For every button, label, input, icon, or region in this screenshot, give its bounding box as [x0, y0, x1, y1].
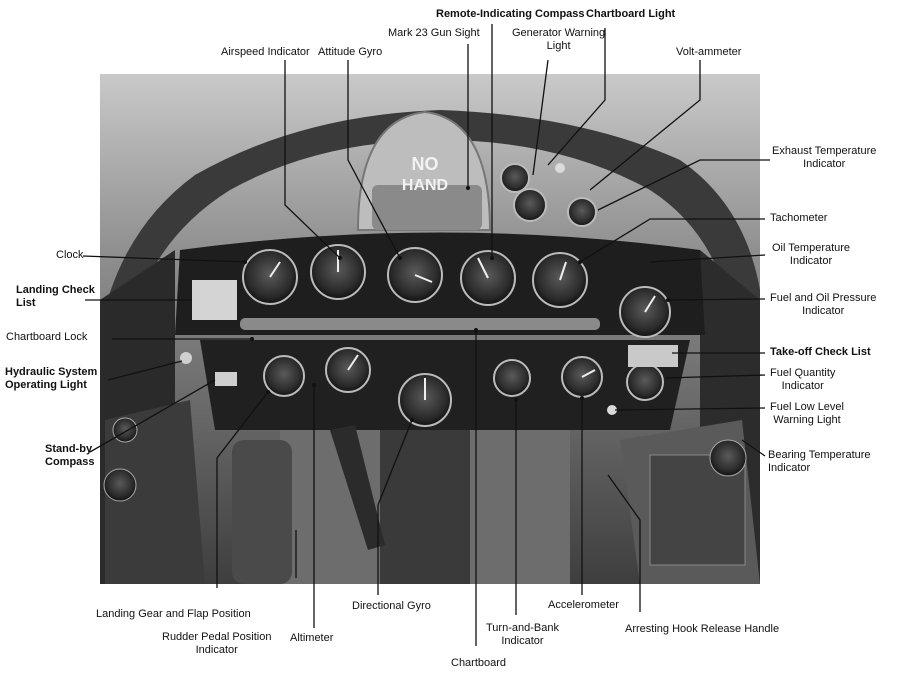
label-altimeter: Altimeter — [290, 632, 334, 644]
gun-sight-stencil-line-2: HAND — [402, 177, 448, 194]
cockpit-photo: NO HAND — [100, 74, 760, 584]
label-oil-temperature-indicator: Oil Temperature Indicator — [772, 242, 851, 267]
label-stand-by-compass: Stand-by Compass — [45, 443, 95, 468]
label-fuel-low-level-warning-light: Fuel Low Level Warning Light — [770, 401, 844, 426]
label-volt-ammeter: Volt-ammeter — [676, 46, 742, 58]
label-directional-gyro: Directional Gyro — [352, 600, 431, 612]
label-arresting-hook-release-handle: Arresting Hook Release Handle — [625, 623, 780, 635]
label-take-off-check-list: Take-off Check List — [770, 346, 871, 358]
label-generator-warning-light: Generator Warning Light — [512, 27, 606, 52]
label-remote-indicating-compass: Remote-Indicating Compass — [436, 8, 585, 20]
label-chartboard: Chartboard — [451, 657, 507, 669]
label-turn-and-bank-indicator: Turn-and-Bank Indicator — [486, 622, 559, 647]
label-attitude-gyro: Attitude Gyro — [318, 46, 383, 58]
label-clock: Clock — [56, 249, 84, 261]
leader-lines — [82, 24, 770, 646]
label-exhaust-temperature-indicator: Exhaust Temperature Indicator — [772, 145, 877, 170]
label-mark23-gun-sight: Mark 23 Gun Sight — [388, 27, 480, 39]
label-chartboard-lock: Chartboard Lock — [6, 331, 88, 343]
label-airspeed-indicator: Airspeed Indicator — [221, 46, 310, 58]
label-fuel-and-oil-pressure-indicator: Fuel and Oil Pressure Indicator — [770, 292, 877, 317]
label-bearing-temperature-indicator: Bearing Temperature Indicator — [768, 449, 871, 474]
label-fuel-quantity-indicator: Fuel Quantity Indicator — [770, 367, 836, 392]
label-landing-check-list: Landing Check List — [16, 284, 95, 309]
label-chartboard-light: Chartboard Light — [586, 8, 676, 20]
label-rudder-pedal-position-indicator: Rudder Pedal Position Indicator — [162, 631, 272, 656]
label-hydraulic-system-operating-light: Hydraulic System Operating Light — [5, 366, 98, 391]
gun-sight-stencil-line-1: NO — [412, 154, 439, 174]
leader-dots — [243, 186, 670, 422]
label-tachometer: Tachometer — [770, 212, 828, 224]
label-landing-gear-and-flap-position: Landing Gear and Flap Position — [96, 608, 251, 620]
label-accelerometer: Accelerometer — [548, 599, 619, 611]
